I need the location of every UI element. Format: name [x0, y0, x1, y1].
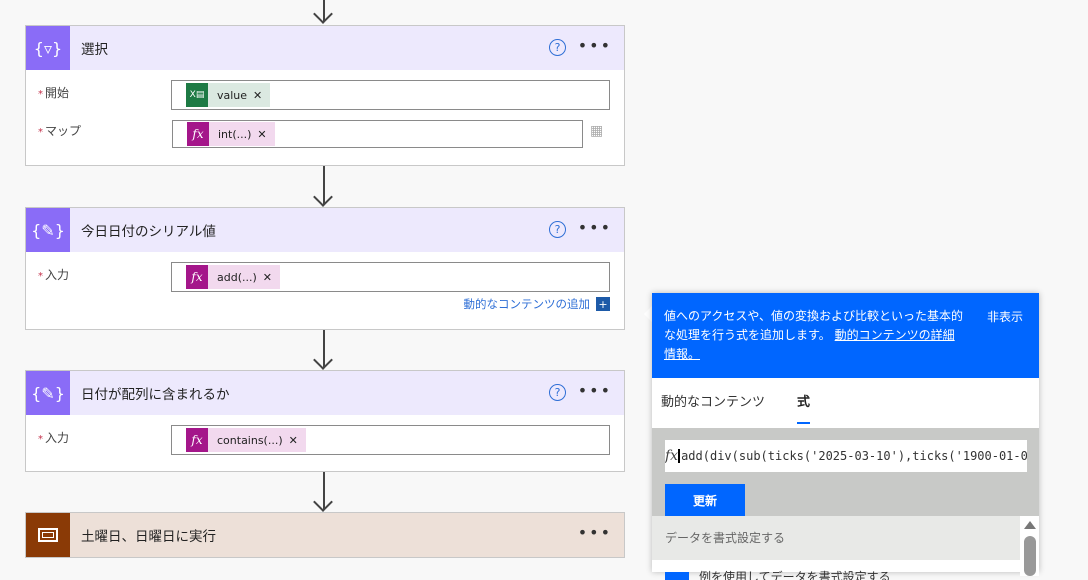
more-options-icon[interactable]: ••• [578, 218, 612, 237]
section-header[interactable]: データを書式設定する [652, 516, 1020, 560]
token[interactable]: X▤ value ✕ [186, 83, 270, 107]
fx-icon: fx [187, 122, 209, 146]
card-header[interactable]: {✎} 日付が配列に含まれるか ? ••• [26, 371, 624, 415]
action-card-date-in-array: {✎} 日付が配列に含まれるか ? ••• 入力 fx contains(...)… [25, 370, 625, 472]
connector-arrow [323, 330, 325, 368]
remove-token-icon[interactable]: ✕ [253, 89, 262, 102]
from-input[interactable]: X▤ value ✕ [171, 80, 610, 110]
action-card-today-serial: {✎} 今日日付のシリアル値 ? ••• 入力 fx add(...) ✕ 動的なコ… [25, 207, 625, 330]
fx-icon: fx [665, 448, 678, 464]
list-item-label: 例を使用してデータを書式設定する [699, 568, 891, 580]
add-dynamic-content-label: 動的なコンテンツの追加 [464, 296, 591, 312]
fx-icon: fx [186, 265, 208, 289]
filter-braces-icon: {▿} [26, 26, 70, 70]
list-item[interactable]: 例を使用してデータを書式設定する [652, 560, 1039, 580]
card-header[interactable]: 土曜日、日曜日に実行 ••• [26, 513, 624, 557]
panel-info: 値へのアクセスや、値の変換および比較といった基本的な処理を行う式を追加します。 … [652, 293, 1039, 378]
tab-dynamic-content[interactable]: 動的なコンテンツ [661, 391, 765, 410]
compose-braces-icon: {✎} [26, 208, 70, 252]
token-label: contains(...) [217, 434, 283, 447]
more-options-icon[interactable]: ••• [578, 523, 612, 542]
more-options-icon[interactable]: ••• [578, 36, 612, 55]
panel-tabs: 動的なコンテンツ 式 [652, 378, 1039, 428]
token-label: int(...) [218, 128, 251, 141]
scope-icon [26, 513, 70, 557]
token-label: add(...) [217, 271, 257, 284]
card-header[interactable]: {✎} 今日日付のシリアル値 ? ••• [26, 208, 624, 252]
field-label: マップ [38, 122, 81, 139]
tab-expression[interactable]: 式 [797, 391, 810, 410]
token[interactable]: fx add(...) ✕ [186, 265, 280, 289]
action-card-select: {▿} 選択 ? ••• 開始 X▤ value ✕ マップ fx int(...) ✕… [25, 25, 625, 166]
scope-card-weekend: 土曜日、日曜日に実行 ••• [25, 512, 625, 558]
card-title: 土曜日、日曜日に実行 [81, 525, 216, 545]
card-title: 今日日付のシリアル値 [81, 220, 216, 240]
remove-token-icon[interactable]: ✕ [289, 434, 298, 447]
expression-text: add(div(sub(ticks('2025-03-10'),ticks('1… [678, 449, 1027, 463]
remove-token-icon[interactable]: ✕ [263, 271, 272, 284]
token-label: value [217, 89, 247, 102]
field-label: 入力 [38, 266, 69, 283]
scrollbar[interactable] [1020, 516, 1039, 576]
format-icon [665, 572, 689, 580]
field-label: 開始 [38, 84, 69, 101]
help-icon[interactable]: ? [549, 384, 566, 401]
expression-input[interactable]: fx add(div(sub(ticks('2025-03-10'),ticks… [665, 440, 1027, 472]
update-button[interactable]: 更新 [665, 484, 745, 516]
connector-arrow [323, 472, 325, 510]
token[interactable]: fx int(...) ✕ [187, 122, 275, 146]
compose-braces-icon: {✎} [26, 371, 70, 415]
help-icon[interactable]: ? [549, 39, 566, 56]
plus-icon: + [596, 297, 610, 311]
card-title: 日付が配列に含まれるか [81, 383, 230, 403]
excel-icon: X▤ [186, 83, 208, 107]
hide-button[interactable]: 非表示 [987, 308, 1023, 327]
expression-area: fx add(div(sub(ticks('2025-03-10'),ticks… [652, 428, 1039, 516]
token[interactable]: fx contains(...) ✕ [186, 428, 306, 452]
dynamic-content-panel: 値へのアクセスや、値の変換および比較といった基本的な処理を行う式を追加します。 … [652, 293, 1039, 572]
scrollbar-thumb[interactable] [1024, 536, 1036, 576]
help-icon[interactable]: ? [549, 221, 566, 238]
card-header[interactable]: {▿} 選択 ? ••• [26, 26, 624, 70]
switch-map-mode-icon[interactable]: ▦ [590, 123, 603, 139]
connector-arrow [323, 0, 325, 22]
remove-token-icon[interactable]: ✕ [257, 128, 266, 141]
map-input[interactable]: fx int(...) ✕ [172, 120, 583, 148]
more-options-icon[interactable]: ••• [578, 381, 612, 400]
add-dynamic-content-link[interactable]: 動的なコンテンツの追加 + [464, 296, 611, 312]
inputs-field[interactable]: fx contains(...) ✕ [171, 425, 610, 455]
inputs-field[interactable]: fx add(...) ✕ [171, 262, 610, 292]
field-label: 入力 [38, 429, 69, 446]
connector-arrow [323, 166, 325, 205]
fx-icon: fx [186, 428, 208, 452]
card-title: 選択 [81, 38, 108, 58]
function-list: データを書式設定する 例を使用してデータを書式設定する [652, 516, 1039, 580]
